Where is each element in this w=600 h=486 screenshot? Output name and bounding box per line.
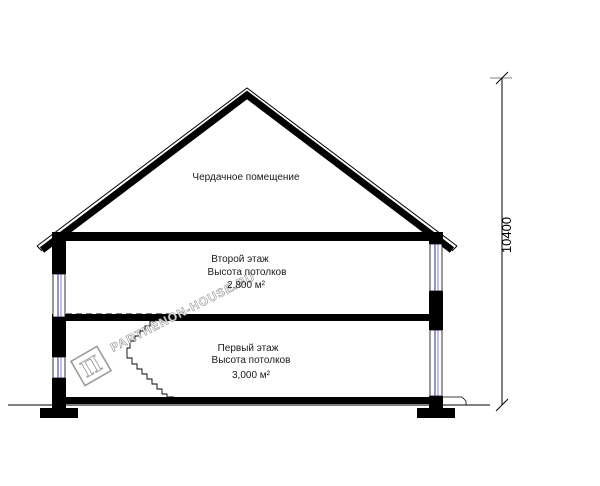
left-wall bbox=[52, 238, 66, 412]
roof bbox=[36, 87, 458, 253]
left-window-upper bbox=[52, 273, 66, 318]
staircase bbox=[66, 313, 174, 398]
entrance-step bbox=[443, 396, 467, 405]
right-foundation bbox=[417, 408, 455, 418]
interfloor-slab bbox=[52, 314, 443, 321]
second-floor-ceiling-value: 2,800 м² bbox=[227, 280, 266, 291]
second-floor-name: Второй этаж bbox=[211, 254, 269, 265]
height-dimension-value: 10400 bbox=[499, 217, 514, 253]
watermark-logo: П bbox=[69, 345, 113, 387]
attic-label-group: Чердачное помещение bbox=[192, 172, 300, 183]
left-window-lower bbox=[52, 356, 66, 379]
second-floor-ceiling-label: Высота потолков bbox=[208, 267, 287, 278]
ground-floor-slab bbox=[52, 397, 443, 404]
left-foundation bbox=[40, 408, 78, 418]
first-floor-ceiling-value: 3,000 м² bbox=[232, 370, 271, 381]
attic-room-name: Чердачное помещение bbox=[192, 172, 300, 183]
first-floor-name: Первый этаж bbox=[218, 343, 279, 354]
right-window-lower bbox=[429, 329, 443, 397]
first-floor-label-group: Первый этаж Высота потолков 3,000 м² bbox=[212, 343, 291, 381]
right-window-upper bbox=[429, 243, 443, 292]
second-floor-label-group: Второй этаж Высота потолков 2,800 м² bbox=[208, 254, 287, 291]
height-dimension bbox=[490, 71, 512, 412]
attic-floor-slab bbox=[52, 232, 443, 241]
first-floor-ceiling-label: Высота потолков bbox=[212, 355, 291, 366]
